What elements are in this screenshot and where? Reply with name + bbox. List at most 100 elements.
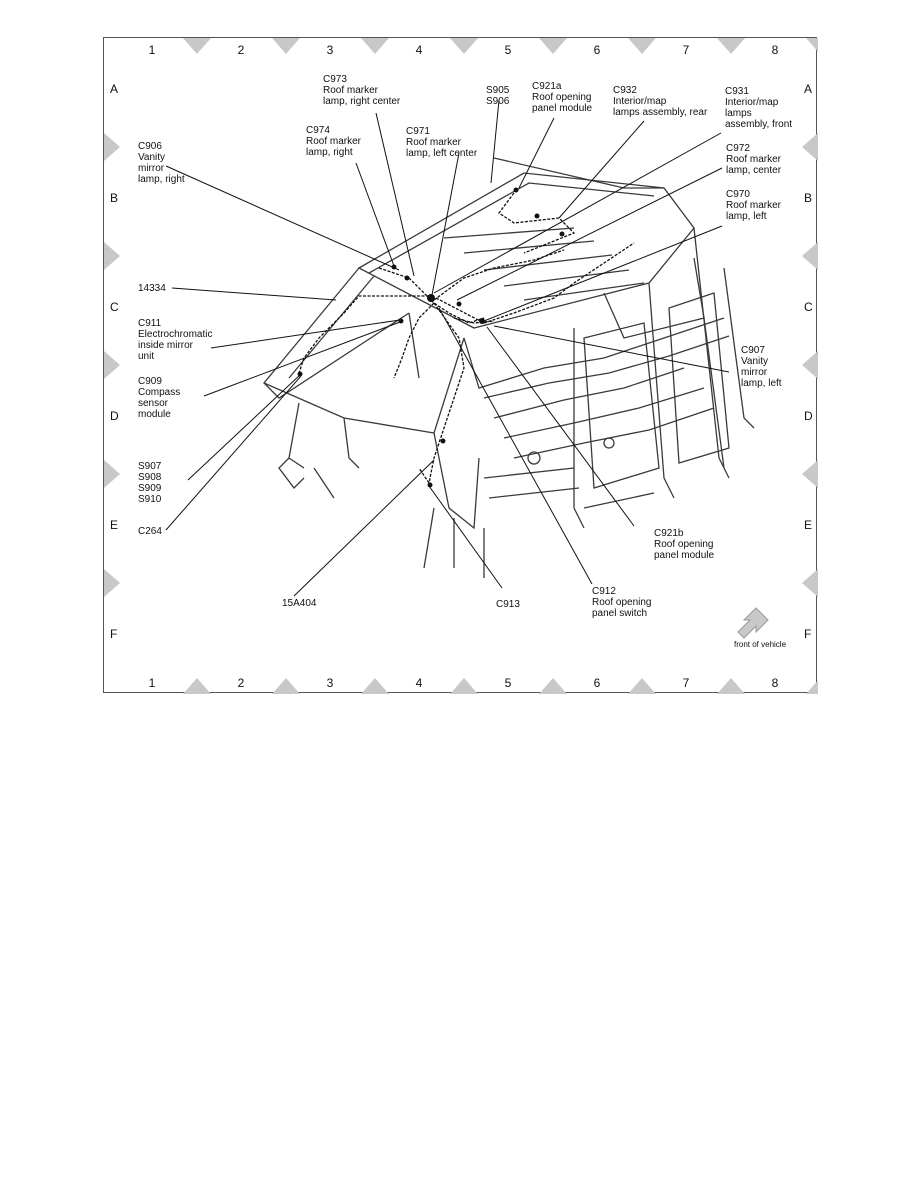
- callout-c912-line: panel switch: [592, 608, 647, 619]
- callout-c911-line: inside mirror: [138, 340, 194, 351]
- callout-c931-line: C931: [725, 86, 749, 97]
- callout-c911-line: unit: [138, 351, 154, 362]
- col-top-6: 6: [594, 43, 601, 57]
- col-bottom-5: 5: [505, 676, 512, 690]
- callout-c913: C913: [496, 599, 520, 610]
- callout-c264: C264: [138, 526, 162, 537]
- grid-marker-top: [272, 38, 300, 54]
- callout-c907-line: Vanity: [741, 356, 768, 367]
- grid-marker-top: [628, 38, 656, 54]
- grid-marker-top: [183, 38, 211, 54]
- callout-c909: C909 Compass sensor module: [138, 376, 183, 420]
- callout-c911: C911 Electrochromatic inside mirror unit: [138, 318, 215, 362]
- row-left-f: F: [110, 627, 117, 641]
- grid-marker-bottom: [717, 678, 745, 694]
- callout-c971-line: lamp, left center: [406, 148, 478, 159]
- col-top-8: 8: [772, 43, 779, 57]
- col-bottom-7: 7: [683, 676, 690, 690]
- callout-c912-line: C912: [592, 586, 616, 597]
- grid-marker-bottom: [183, 678, 211, 694]
- row-right-d: D: [804, 409, 813, 423]
- callout-c912-line: Roof opening: [592, 597, 652, 608]
- callout-c921b-line: Roof opening: [654, 539, 714, 550]
- callout-c972-line: Roof marker: [726, 154, 782, 165]
- grid-marker-right: [802, 351, 818, 379]
- col-bottom-8: 8: [772, 676, 779, 690]
- diagram-frame: 1 2 3 4 5 6 7 8 1 2 3 4 5 6 7 8 A B C D …: [103, 37, 818, 694]
- callout-c970-line: C970: [726, 189, 750, 200]
- row-left-d: D: [110, 409, 119, 423]
- front-of-vehicle-indicator: front of vehicle: [734, 607, 787, 649]
- wiring-location-diagram: 1 2 3 4 5 6 7 8 1 2 3 4 5 6 7 8 A B C D …: [104, 38, 818, 694]
- callout-s907: S907 S908 S909 S910: [138, 461, 164, 505]
- callout-c921a-line: Roof opening: [532, 92, 592, 103]
- callout-c973-line: lamp, right center: [323, 96, 401, 107]
- callout-c972: C972 Roof marker lamp, center: [726, 143, 784, 176]
- callout-c970-line: Roof marker: [726, 200, 782, 211]
- callout-c909-line: module: [138, 409, 171, 420]
- grid-marker-top: [717, 38, 745, 54]
- row-right-a: A: [804, 82, 812, 96]
- grid-marker-right: [802, 242, 818, 270]
- grid-marker-left: [104, 569, 120, 597]
- row-left-b: B: [110, 191, 118, 205]
- row-left-a: A: [110, 82, 118, 96]
- col-bottom-1: 1: [149, 676, 156, 690]
- row-right-e: E: [804, 518, 812, 532]
- callout-c970-line: lamp, left: [726, 211, 767, 222]
- callout-c974-line: Roof marker: [306, 136, 362, 147]
- col-bottom-2: 2: [238, 676, 245, 690]
- callout-15a404: 15A404: [282, 598, 317, 609]
- connector-points: [297, 187, 565, 488]
- callout-s907-line: S907: [138, 461, 162, 472]
- callout-c972-line: lamp, center: [726, 165, 782, 176]
- row-right-c: C: [804, 300, 813, 314]
- callout-s905: S905 S906: [486, 85, 512, 107]
- grid-marker-top: [806, 38, 818, 52]
- callout-s905-line: S906: [486, 96, 510, 107]
- callout-c921b: C921b Roof opening panel module: [654, 528, 716, 561]
- col-bottom-6: 6: [594, 676, 601, 690]
- grid-marker-left: [104, 460, 120, 488]
- callout-c907-line: mirror: [741, 367, 768, 378]
- callout-c921b-line: C921b: [654, 528, 684, 539]
- callout-c906: C906 Vanity mirror lamp, right: [138, 141, 185, 185]
- grid-marker-bottom: [450, 678, 478, 694]
- grid-marker-bottom: [272, 678, 300, 694]
- callout-c911-line: Electrochromatic: [138, 329, 212, 340]
- callout-c909-line: C909: [138, 376, 162, 387]
- callout-c912: C912 Roof opening panel switch: [592, 586, 654, 619]
- row-left-c: C: [110, 300, 119, 314]
- callout-c970: C970 Roof marker lamp, left: [726, 189, 784, 222]
- callout-c907-line: C907: [741, 345, 765, 356]
- vehicle-body-drawing: [263, 157, 755, 578]
- callout-c974: C974 Roof marker lamp, right: [306, 125, 364, 158]
- callout-c921a: C921a Roof opening panel module: [532, 81, 594, 114]
- grid-marker-top: [450, 38, 478, 54]
- callout-c907-line: lamp, left: [741, 378, 782, 389]
- callout-c931-line: Interior/map: [725, 97, 779, 108]
- grid-marker-top: [361, 38, 389, 54]
- callout-c974-line: lamp, right: [306, 147, 353, 158]
- front-of-vehicle-label: front of vehicle: [734, 640, 787, 649]
- grid-markers: [104, 38, 818, 694]
- callout-c911-line: C911: [138, 318, 162, 329]
- callout-c973: C973 Roof marker lamp, right center: [323, 74, 401, 107]
- grid-marker-top: [539, 38, 567, 54]
- grid-marker-left: [104, 242, 120, 270]
- callout-c921a-line: panel module: [532, 103, 592, 114]
- callout-c971: C971 Roof marker lamp, left center: [406, 126, 478, 159]
- callout-c932-line: C932: [613, 85, 637, 96]
- callout-c931-line: assembly, front: [725, 119, 792, 130]
- callout-c932-line: lamps assembly, rear: [613, 107, 708, 118]
- callout-c971-line: Roof marker: [406, 137, 462, 148]
- grid-marker-bottom: [806, 680, 818, 694]
- callout-c971-line: C971: [406, 126, 430, 137]
- row-right-f: F: [804, 627, 811, 641]
- callout-c909-line: sensor: [138, 398, 169, 409]
- callout-c932-line: Interior/map: [613, 96, 667, 107]
- col-top-3: 3: [327, 43, 334, 57]
- grid-marker-left: [104, 133, 120, 161]
- grid-marker-right: [802, 133, 818, 161]
- callout-c907: C907 Vanity mirror lamp, left: [741, 345, 782, 389]
